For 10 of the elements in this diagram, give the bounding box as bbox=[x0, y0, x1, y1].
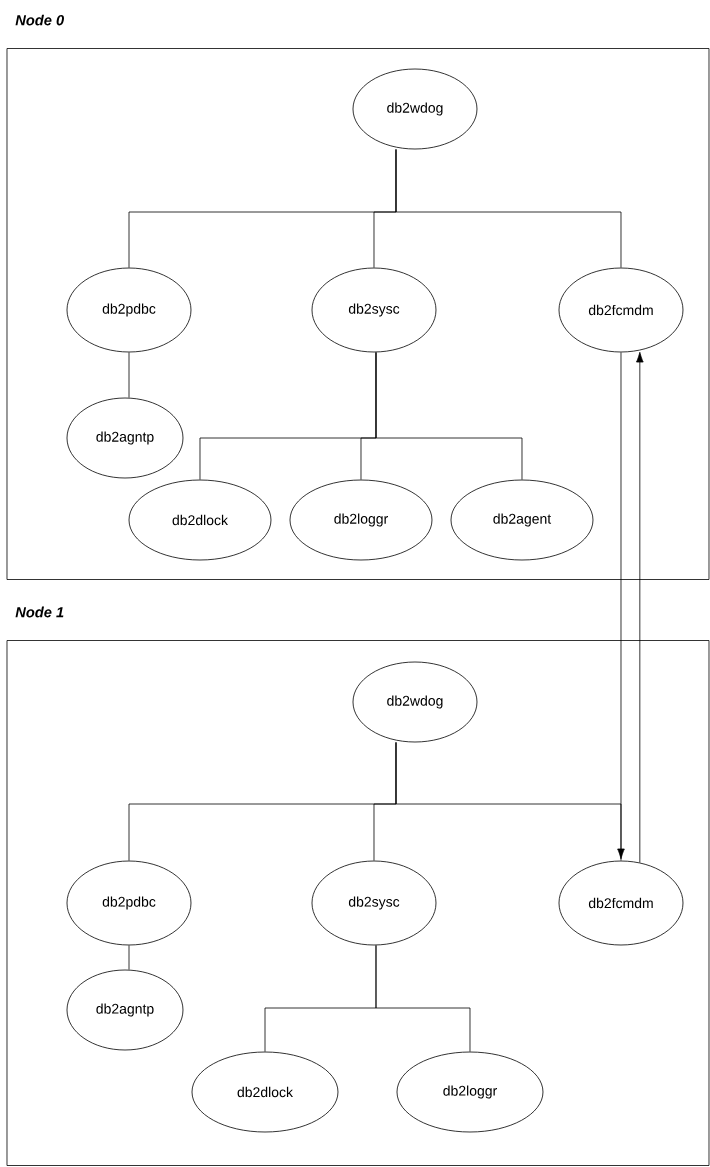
connector-line bbox=[128, 352, 130, 398]
connector-line bbox=[375, 352, 523, 480]
connector-line bbox=[395, 149, 622, 268]
node-label: Node 0 bbox=[15, 14, 64, 26]
connector-line bbox=[617, 352, 625, 860]
connector-line bbox=[128, 945, 130, 970]
arrow bbox=[636, 351, 644, 863]
node-label: Node 1 bbox=[15, 606, 64, 618]
connector-line bbox=[375, 945, 471, 1052]
connector-line bbox=[395, 742, 622, 861]
